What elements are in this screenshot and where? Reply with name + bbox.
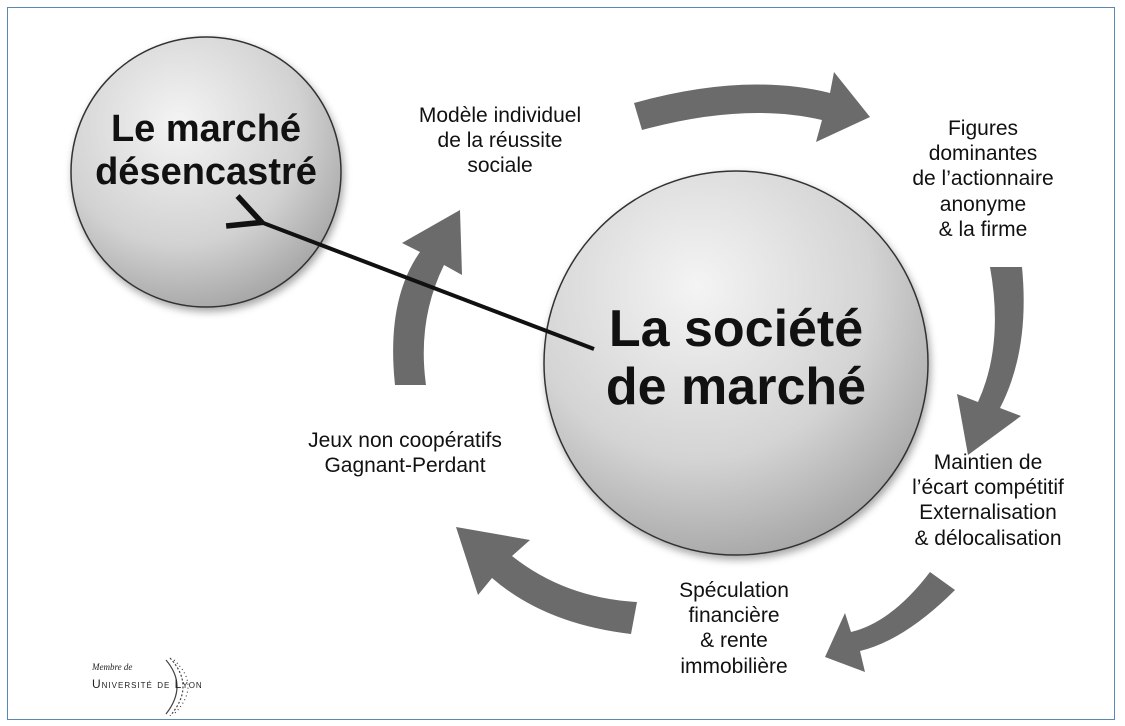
arrow-left [393,210,462,385]
cycle-arrows [393,72,1024,672]
link-arrow [258,221,595,351]
label-individual-success-model: Modèle individuel de la réussite sociale [418,104,582,178]
market-society-circle [543,170,929,556]
arrow-bottom [456,527,637,634]
slide-frame [7,7,1115,720]
unembedded-market-label: Le marché désencastré [95,108,317,193]
logo-arcs-icon [165,657,189,716]
logo-university-text: Université de Lyon [92,677,203,691]
arrow-right [957,267,1024,455]
logo-member-text: Membre de [92,662,133,672]
arrow-bottom-right [825,572,955,672]
arrow-top [634,72,870,142]
market-society-label: La société de marché [605,300,867,417]
label-competitive-gap: Maintien de l’écart compétitif Externali… [912,451,1064,550]
label-non-cooperative-games: Jeux non coopératifs Gagnant-Perdant [308,429,502,478]
unembedded-market-circle [70,36,342,308]
label-financial-speculation: Spéculation financière & rente immobiliè… [679,579,789,678]
university-logo: Membre de Université de Lyon [92,657,272,720]
label-dominant-figures: Figures dominantes de l’actionnaire anon… [912,117,1054,241]
